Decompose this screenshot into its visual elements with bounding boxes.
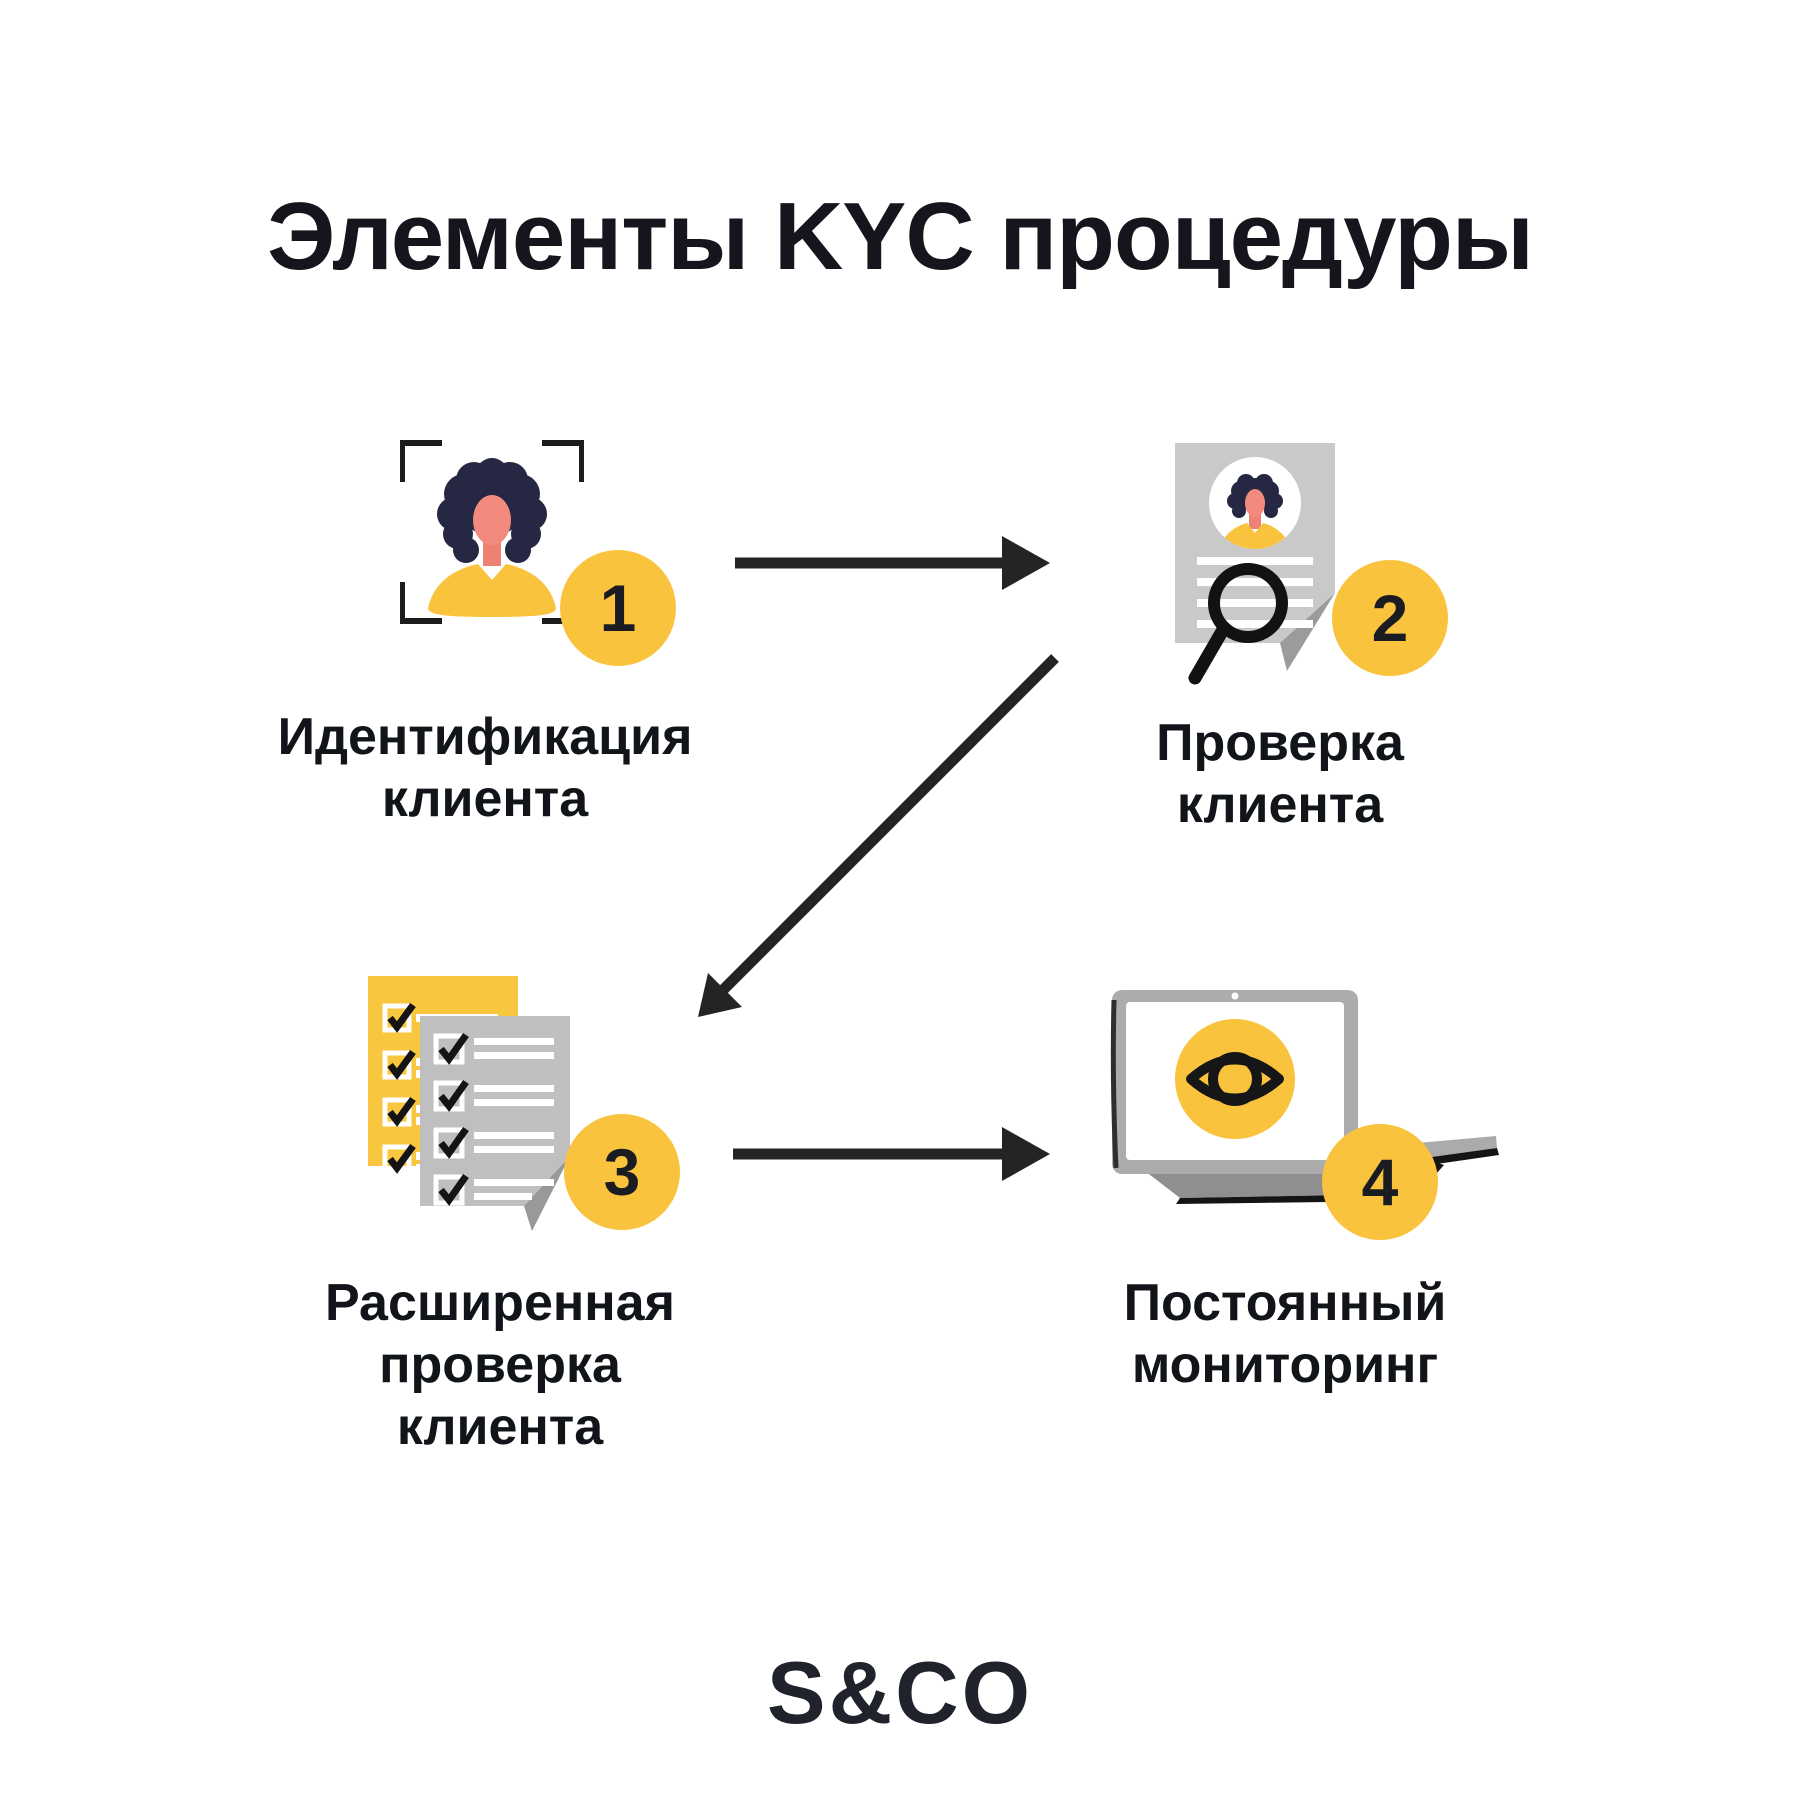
step-1-number: 1 bbox=[599, 571, 637, 645]
step-2-label: Проверка клиента bbox=[1156, 714, 1404, 834]
step-4-number: 4 bbox=[1361, 1145, 1399, 1219]
step-4-label: Постоянный мониторинг bbox=[1123, 1274, 1447, 1394]
step-4-badge: 4 bbox=[1322, 1124, 1438, 1240]
step-3-badge: 3 bbox=[564, 1114, 680, 1230]
arrow-step3-to-step4 bbox=[733, 1127, 1050, 1181]
step-3-number: 3 bbox=[603, 1135, 641, 1209]
step-2-badge: 2 bbox=[1332, 560, 1448, 676]
document-magnifier-icon bbox=[1175, 443, 1335, 685]
arrow-step1-to-step2 bbox=[735, 536, 1050, 590]
step-3-label: Расширенная проверка клиента bbox=[325, 1274, 675, 1456]
page-title: Элементы KYC процедуры bbox=[267, 183, 1534, 291]
checklists-icon bbox=[368, 976, 570, 1231]
sco-logo: S&CO bbox=[766, 1643, 1034, 1742]
laptop-eye-icon bbox=[1110, 990, 1499, 1204]
face-scan-icon bbox=[400, 440, 584, 624]
step-1-badge: 1 bbox=[560, 550, 676, 666]
step-1-label: Идентификация клиента bbox=[277, 708, 693, 828]
step-2-number: 2 bbox=[1371, 581, 1409, 655]
